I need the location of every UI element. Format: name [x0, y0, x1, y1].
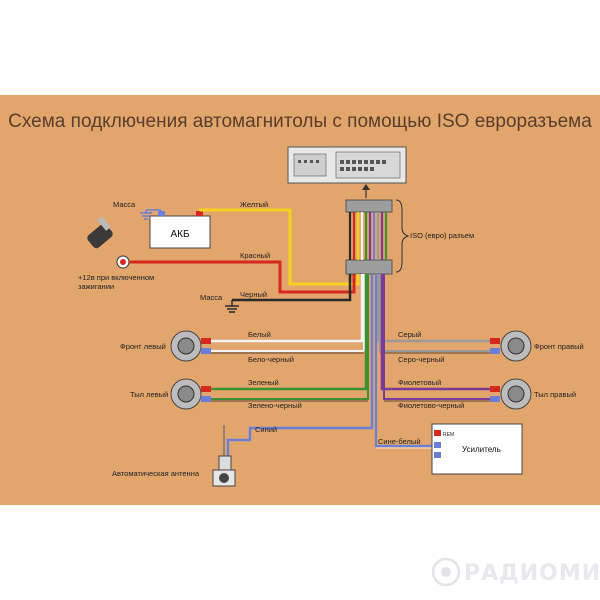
- wire-blue: [226, 274, 374, 456]
- iso-bracket: [395, 199, 410, 273]
- label-front-right: Фронт правый: [534, 342, 584, 351]
- wire-green: [211, 274, 368, 391]
- wire-label-red: Красный: [240, 251, 270, 260]
- wire-label-white: Белый: [248, 330, 271, 339]
- battery-label: АКБ: [170, 229, 189, 240]
- amplifier: REM Усилитель: [431, 423, 523, 475]
- wire-label-blue: Синий: [255, 425, 277, 434]
- wire-label-green-black: Зелено-черный: [248, 401, 302, 410]
- iso-connector: [345, 199, 393, 275]
- wire-bundle: [348, 212, 388, 260]
- speaker-rear-right: [490, 378, 532, 410]
- wire-grey-black: [379, 274, 490, 352]
- ground-label-top: Масса: [113, 200, 136, 209]
- ground-mid-icon: [225, 300, 239, 313]
- head-unit: [287, 146, 407, 184]
- speaker-rear-left: [170, 378, 211, 410]
- wire-yellow: [198, 208, 360, 286]
- wire-label-grey-black: Серо-черный: [398, 355, 444, 364]
- wire-blue-white: [374, 274, 432, 448]
- label-front-left: Фронт левый: [120, 342, 166, 351]
- watermark: РАДИОМИР: [431, 557, 600, 587]
- wire-label-grey: Серый: [398, 330, 421, 339]
- wire-violet: [380, 274, 490, 391]
- wire-label-yellow: Желтый: [240, 200, 268, 209]
- wire-red: [129, 260, 356, 294]
- wire-violet-black: [383, 274, 490, 400]
- ignition-key-icon: [87, 216, 130, 269]
- label-antenna: Автоматическая антенна: [112, 469, 200, 478]
- speaker-front-right: [490, 330, 532, 362]
- battery: АКБ: [149, 211, 211, 249]
- iso-label: ISO (евро) разъем: [410, 231, 474, 240]
- wire-label-blue-white: Сине-белый: [378, 437, 421, 446]
- wire-label-black: Черный: [240, 290, 267, 299]
- wire-label-violet-black: Фиолетово-черный: [398, 401, 464, 410]
- wire-label-white-black: Бело-черный: [248, 355, 294, 364]
- speaker-front-left: [170, 330, 211, 362]
- label-rear-right: Тыл правый: [534, 390, 576, 399]
- wire-green-black: [211, 274, 369, 400]
- wire-black: [232, 274, 352, 302]
- ground-label-mid: Масса: [200, 293, 223, 302]
- ignition-label-2: зажигании: [78, 282, 114, 291]
- wire-grey: [376, 274, 490, 343]
- ignition-label: +12в при включенном: [78, 273, 154, 282]
- diagram-title: Схема подключения автомагнитолы с помощь…: [8, 111, 592, 132]
- antenna-icon: [212, 425, 236, 487]
- label-rear-left: Тыл левый: [130, 390, 168, 399]
- ground-icon: [140, 209, 162, 220]
- wire-label-green: Зеленый: [248, 378, 279, 387]
- wire-label-violet: Фиолетовый: [398, 378, 441, 387]
- wire-white: [211, 274, 364, 343]
- arrow-up-icon: [362, 184, 370, 198]
- amplifier-label: Усилитель: [462, 445, 501, 454]
- watermark-text: РАДИОМИР: [464, 561, 600, 586]
- amp-rem-label: REM: [443, 432, 454, 438]
